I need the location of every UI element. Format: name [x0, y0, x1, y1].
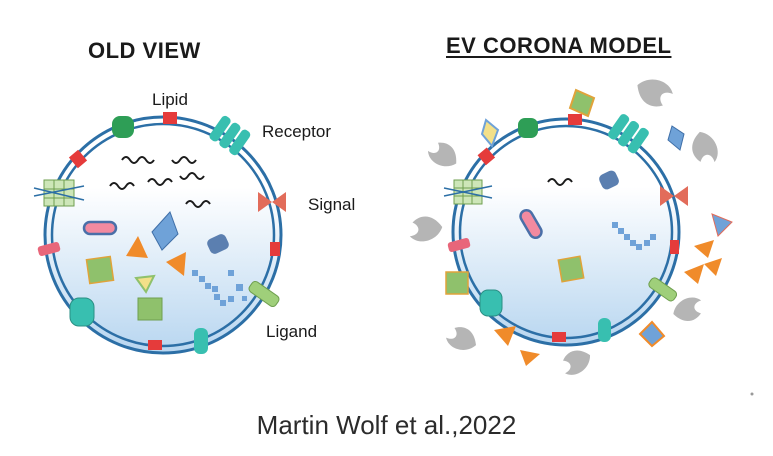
receptor-protein	[194, 328, 208, 354]
receptor-protein	[608, 114, 649, 154]
protein-cargo	[82, 220, 118, 236]
rna-squiggles	[109, 156, 211, 208]
lipid-marker	[518, 118, 538, 138]
lipid-raft	[37, 241, 61, 257]
signal-molecule	[660, 186, 674, 206]
old-view-vesicle	[33, 112, 286, 355]
protein-cargo	[126, 236, 148, 258]
corona-protein	[684, 264, 704, 284]
protein-cargo	[134, 274, 156, 294]
lipid-raft	[552, 332, 566, 342]
receptor-label: Receptor	[262, 122, 331, 141]
rna-squiggles	[547, 178, 573, 186]
corona-protein	[520, 350, 540, 366]
lipid-raft	[270, 242, 280, 256]
lipid-label: Lipid	[152, 90, 188, 109]
corona-protein	[445, 271, 469, 295]
ligand-molecule	[648, 277, 678, 302]
transporter-protein	[33, 179, 85, 207]
ligand-label: Ligand	[266, 322, 318, 341]
signal-label: Signal	[308, 195, 356, 214]
protein-cargo	[599, 170, 619, 190]
lipid-raft	[68, 149, 88, 169]
protein-cargo	[519, 208, 543, 240]
transporter-protein	[443, 179, 493, 205]
vesicle-outer-membrane	[451, 117, 681, 347]
ev-corona-model-title: EV CORONA MODEL	[446, 33, 672, 58]
signal-molecule	[674, 186, 688, 206]
receptor-protein	[479, 289, 503, 317]
citation-credit: Martin Wolf et al.,2022	[256, 410, 517, 440]
receptor-protein	[209, 115, 251, 156]
protein-cargo	[151, 211, 179, 251]
lipid-marker	[112, 116, 134, 138]
peptide-chain	[192, 270, 247, 306]
receptor-protein	[69, 297, 95, 327]
peptide-chain	[612, 222, 656, 250]
corona-protein	[711, 213, 733, 237]
corona-protein	[494, 326, 516, 346]
vesicle-diagram	[33, 76, 754, 396]
corona-protein	[568, 88, 596, 118]
old-view-title: OLD VIEW	[88, 38, 201, 63]
signal-molecule	[272, 192, 286, 212]
protein-cargo	[557, 255, 585, 283]
corona-protein	[480, 118, 500, 148]
ligand-molecule	[248, 280, 280, 308]
protein-cargo	[166, 252, 186, 276]
protein-cargo	[85, 255, 115, 285]
lipid-raft	[148, 340, 162, 350]
lipid-raft	[568, 114, 582, 125]
corona-protein	[694, 240, 714, 258]
lipid-raft	[670, 240, 679, 254]
lipid-raft	[447, 237, 471, 253]
corona-protein	[638, 320, 666, 348]
stray-dot	[750, 392, 754, 396]
ev-corona-vesicle	[405, 76, 733, 381]
lipid-raft	[477, 147, 496, 166]
lipid-raft	[163, 112, 177, 124]
receptor-protein	[598, 318, 611, 342]
corona-protein	[667, 125, 685, 151]
protein-cargo	[137, 297, 163, 321]
corona-protein	[704, 258, 722, 276]
signal-molecule	[258, 192, 272, 212]
protein-cargo	[207, 234, 229, 254]
